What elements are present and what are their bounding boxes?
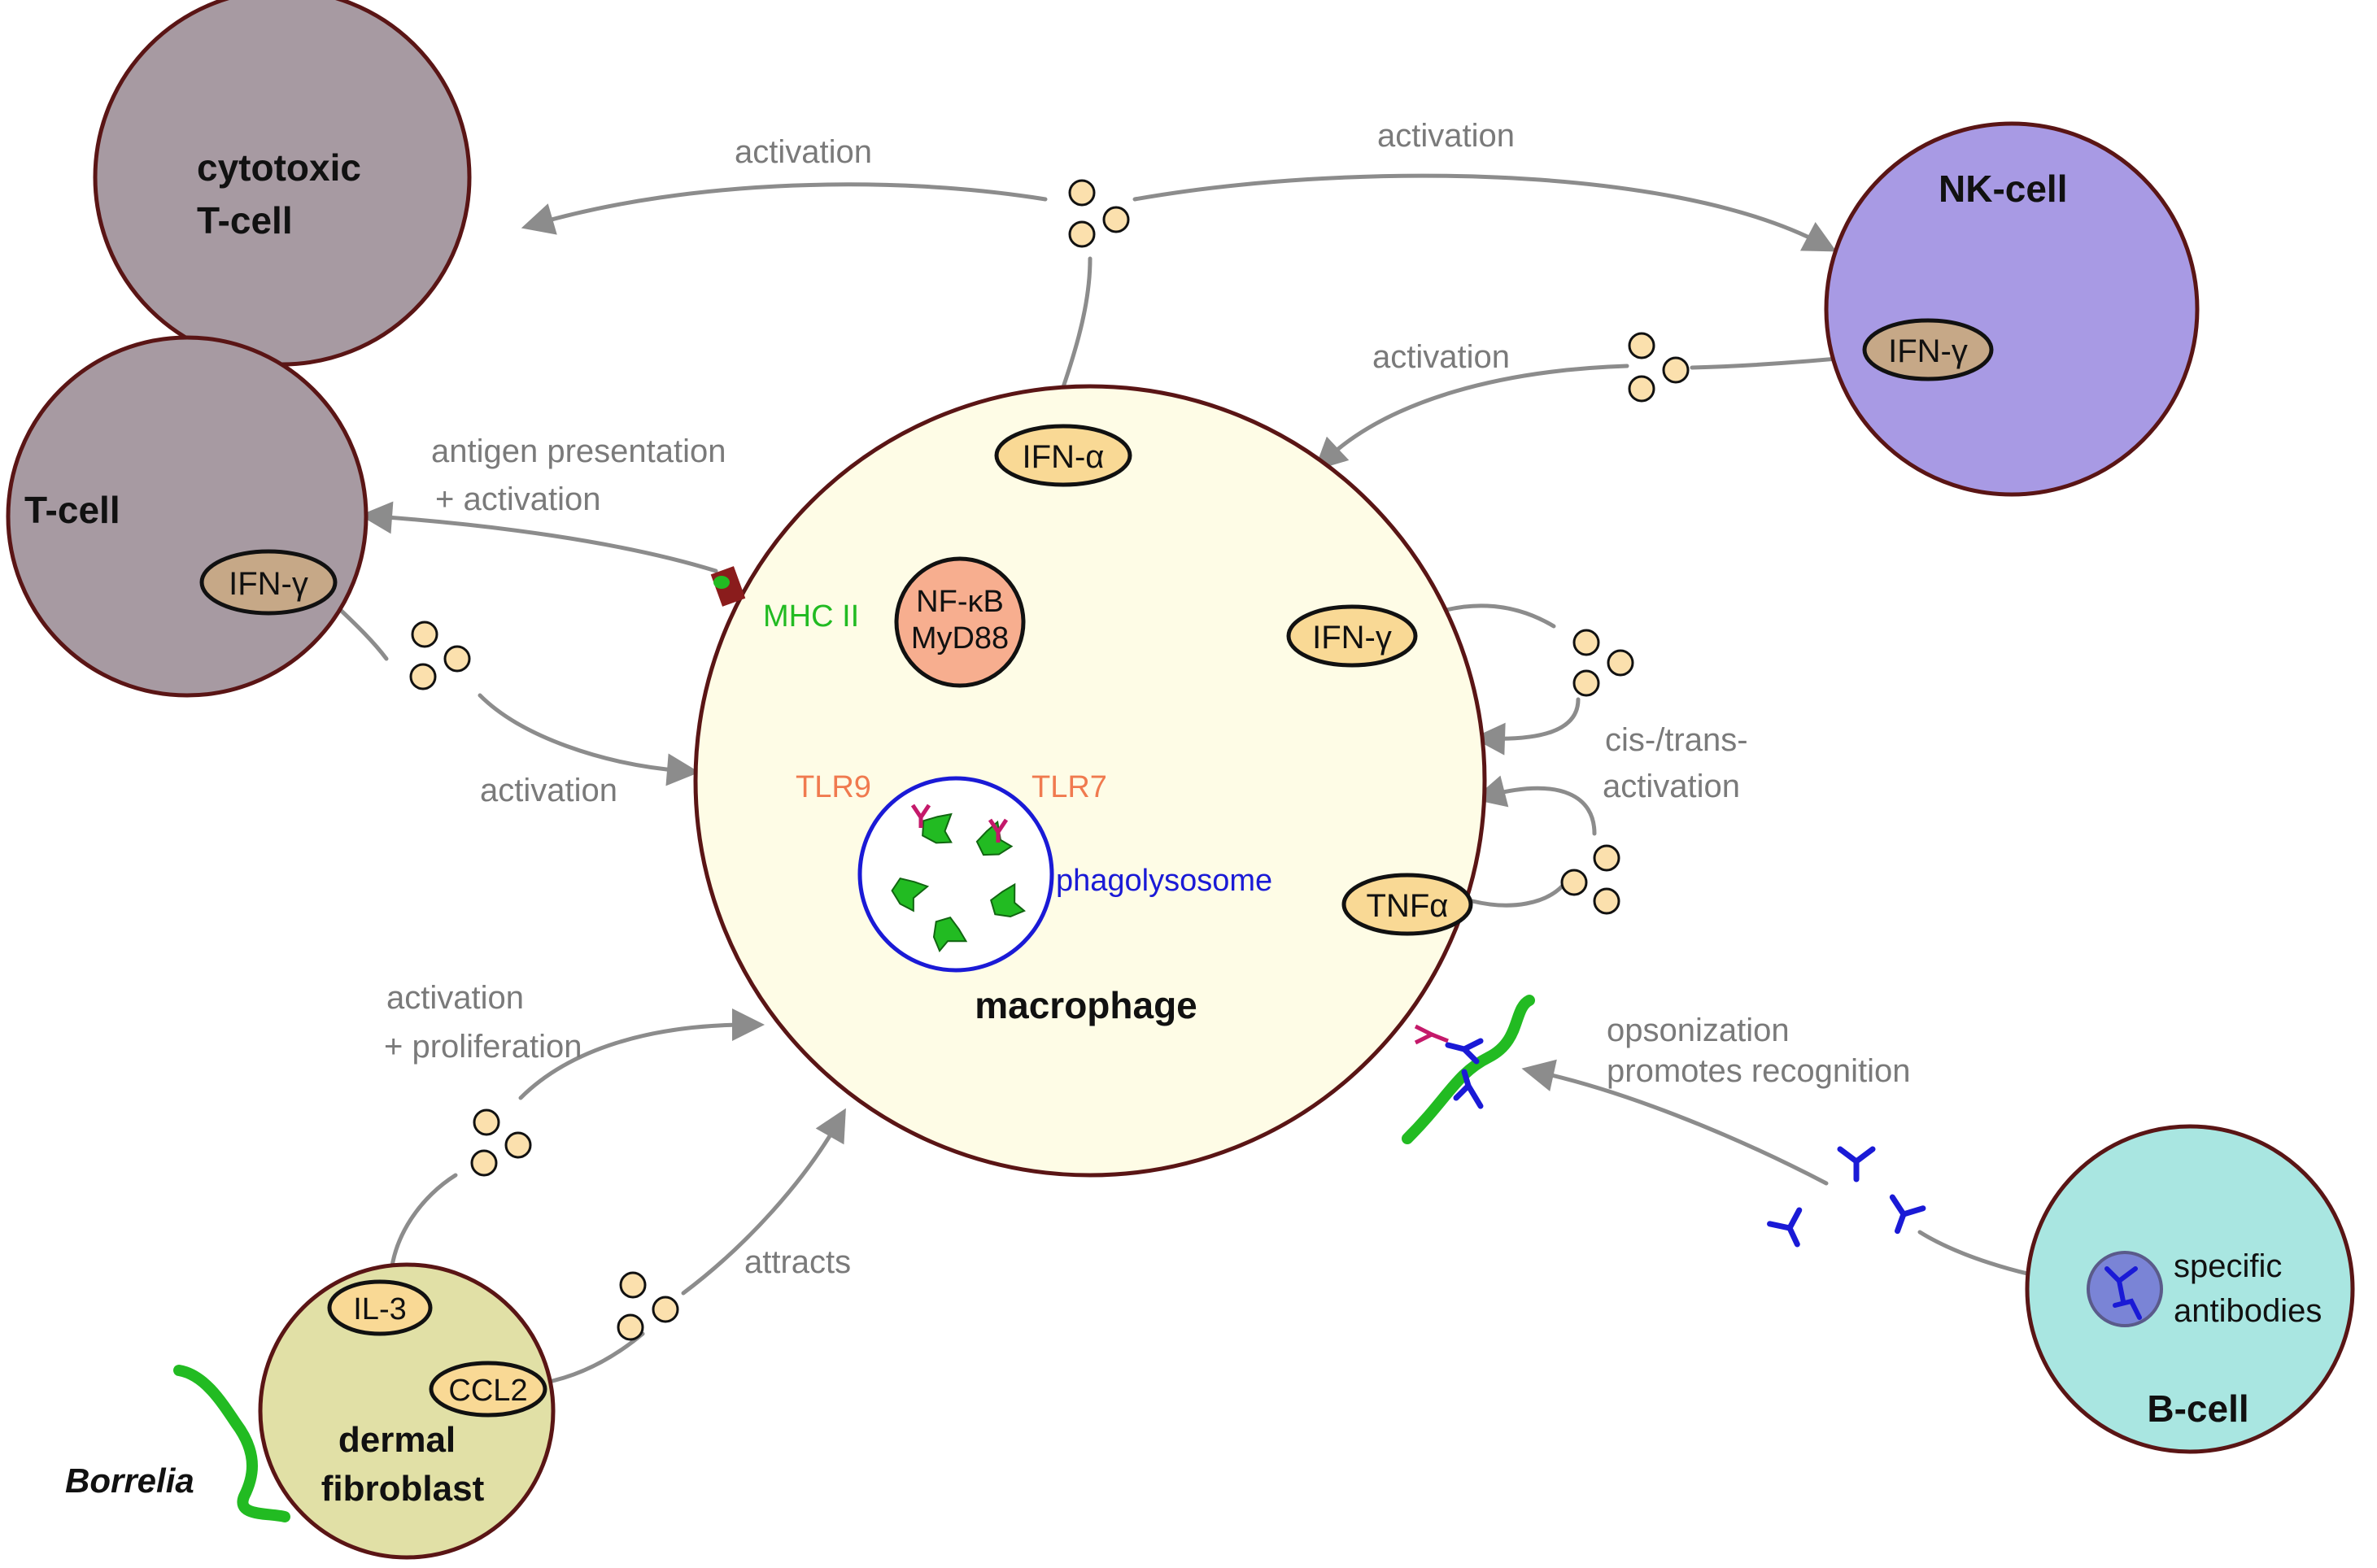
- cytotoxic-t-cell: cytotoxic T-cell: [93, 0, 472, 367]
- mhc2-label: MHC II: [763, 599, 859, 634]
- cytokine-clusters: [409, 179, 1690, 1341]
- macrophage-label: macrophage: [975, 984, 1197, 1026]
- macrophage-body: [693, 384, 1487, 1178]
- cytotoxic-t-cell-label-1: cytotoxic: [197, 146, 361, 189]
- arrow-fibro-to-macrophage: [518, 1008, 765, 1100]
- nfkb-label: NF-κB: [916, 585, 1004, 619]
- ifn-alpha-oval: [994, 424, 1132, 487]
- connector-t-ifn: [331, 601, 389, 661]
- tlr-receptors-icon: [910, 804, 1009, 843]
- arrow-opsonization: [1521, 1059, 1829, 1186]
- cytokine-cluster-nk: [1628, 332, 1690, 403]
- cytokine-cluster-t: [409, 621, 471, 690]
- nk-ifn-gamma-oval: [1862, 318, 1994, 381]
- borrelia-label: Borrelia: [65, 1461, 194, 1500]
- dermal-fibroblast-body: [258, 1262, 556, 1560]
- myd88-label: MyD88: [911, 621, 1009, 656]
- cytotoxic-t-cell-label-2: T-cell: [197, 199, 293, 242]
- b-cell-label: B-cell: [2147, 1387, 2248, 1430]
- mac-ifn-gamma-label: IFN-γ: [1312, 620, 1392, 656]
- label-activation-t: activation: [480, 773, 617, 808]
- borrelia-spirochete-icon: [173, 1365, 290, 1522]
- dermal-fibroblast-label-2: fibroblast: [321, 1469, 485, 1509]
- connectors: [331, 173, 2089, 1385]
- arrow-nk-to-macrophage: [1314, 364, 1629, 471]
- ccl2-oval: [429, 1361, 547, 1418]
- free-antibodies-icon: [1767, 1146, 1926, 1248]
- arrow-cis-activation-1: [1472, 697, 1581, 756]
- arrow-antigen-presentation: [360, 501, 718, 573]
- il3-oval: [327, 1279, 433, 1336]
- label-antigen-presentation-1: antigen presentation: [431, 433, 726, 469]
- cytokine-cluster-tnf: [1560, 844, 1620, 915]
- tnf-alpha-label: TNFα: [1367, 888, 1449, 924]
- nfkb-myd88-node: [894, 556, 1026, 688]
- cytokine-cluster-mac-ifn: [1572, 629, 1634, 697]
- cytokine-cluster-top: [1068, 179, 1130, 248]
- tlr7-label: TLR7: [1031, 770, 1107, 804]
- dermal-fibroblast: IL-3 CCL2 dermal fibroblast: [258, 1262, 556, 1560]
- specific-antibodies-label-2: antibodies: [2174, 1293, 2322, 1329]
- label-cis-trans-2: activation: [1603, 769, 1740, 804]
- arrow-to-cytotoxic: [521, 182, 1048, 235]
- nk-ifn-gamma-label: IFN-γ: [1888, 333, 1968, 369]
- dermal-fibroblast-label-1: dermal: [338, 1420, 456, 1460]
- mhc2-receptor-icon: [710, 566, 746, 607]
- ifn-alpha-label: IFN-α: [1023, 439, 1105, 475]
- phagolysosome: [857, 776, 1054, 973]
- il3-label: IL-3: [353, 1292, 406, 1326]
- b-cell: specific antibodies B-cell: [2025, 1124, 2355, 1454]
- cytokine-cluster-ccl2: [617, 1271, 679, 1341]
- arrow-t-to-macrophage: [478, 693, 700, 786]
- label-attracts: attracts: [744, 1244, 851, 1280]
- label-opsonization-2: promotes recognition: [1607, 1053, 1911, 1089]
- opsonized-borrelia-icon: [1402, 995, 1535, 1144]
- arrow-attracts: [681, 1108, 846, 1296]
- phagolysosome-label: phagolysosome: [1056, 864, 1272, 898]
- label-antigen-presentation-2: + activation: [435, 481, 600, 517]
- macrophage: macrophage IFN-α NF-κB MyD88 MHC II TLR9…: [693, 384, 1535, 1178]
- t-cell: T-cell IFN-γ: [6, 335, 369, 698]
- b-cell-nucleus: [2087, 1251, 2163, 1327]
- cytokine-cluster-il3: [470, 1108, 532, 1177]
- connector-ccl2: [543, 1331, 645, 1385]
- nk-cell-label: NK-cell: [1939, 168, 2067, 210]
- label-cis-trans-1: cis-/trans-: [1605, 722, 1748, 758]
- tnf-alpha-oval: [1341, 873, 1473, 936]
- t-ifn-gamma-oval: [199, 549, 338, 616]
- b-cell-antibody-icon: [2104, 1266, 2142, 1320]
- label-activation-prolif-2: + proliferation: [384, 1029, 582, 1065]
- nk-cell-body: [1824, 121, 2200, 497]
- process-labels: activation activation activation antigen…: [384, 118, 1911, 1280]
- label-activation-top-right: activation: [1377, 118, 1515, 154]
- tlr9-label: TLR9: [796, 770, 871, 804]
- mac-ifn-gamma-oval: [1286, 604, 1418, 668]
- label-activation-top-left: activation: [735, 134, 872, 170]
- specific-antibodies-label-1: specific: [2174, 1248, 2282, 1284]
- connector-mac-tnf: [1470, 884, 1564, 908]
- t-ifn-gamma-label: IFN-γ: [229, 566, 308, 602]
- arrow-to-nk: [1132, 173, 1837, 252]
- label-activation-prolif-1: activation: [386, 980, 524, 1016]
- arrow-cis-activation-2: [1472, 775, 1597, 836]
- nk-cell: NK-cell IFN-γ: [1824, 121, 2200, 497]
- label-opsonization-1: opsonization: [1607, 1013, 1790, 1048]
- b-cell-body: [2025, 1124, 2355, 1454]
- ccl2-label: CCL2: [448, 1374, 527, 1408]
- t-cell-label: T-cell: [24, 489, 120, 531]
- label-activation-nk: activation: [1372, 339, 1510, 375]
